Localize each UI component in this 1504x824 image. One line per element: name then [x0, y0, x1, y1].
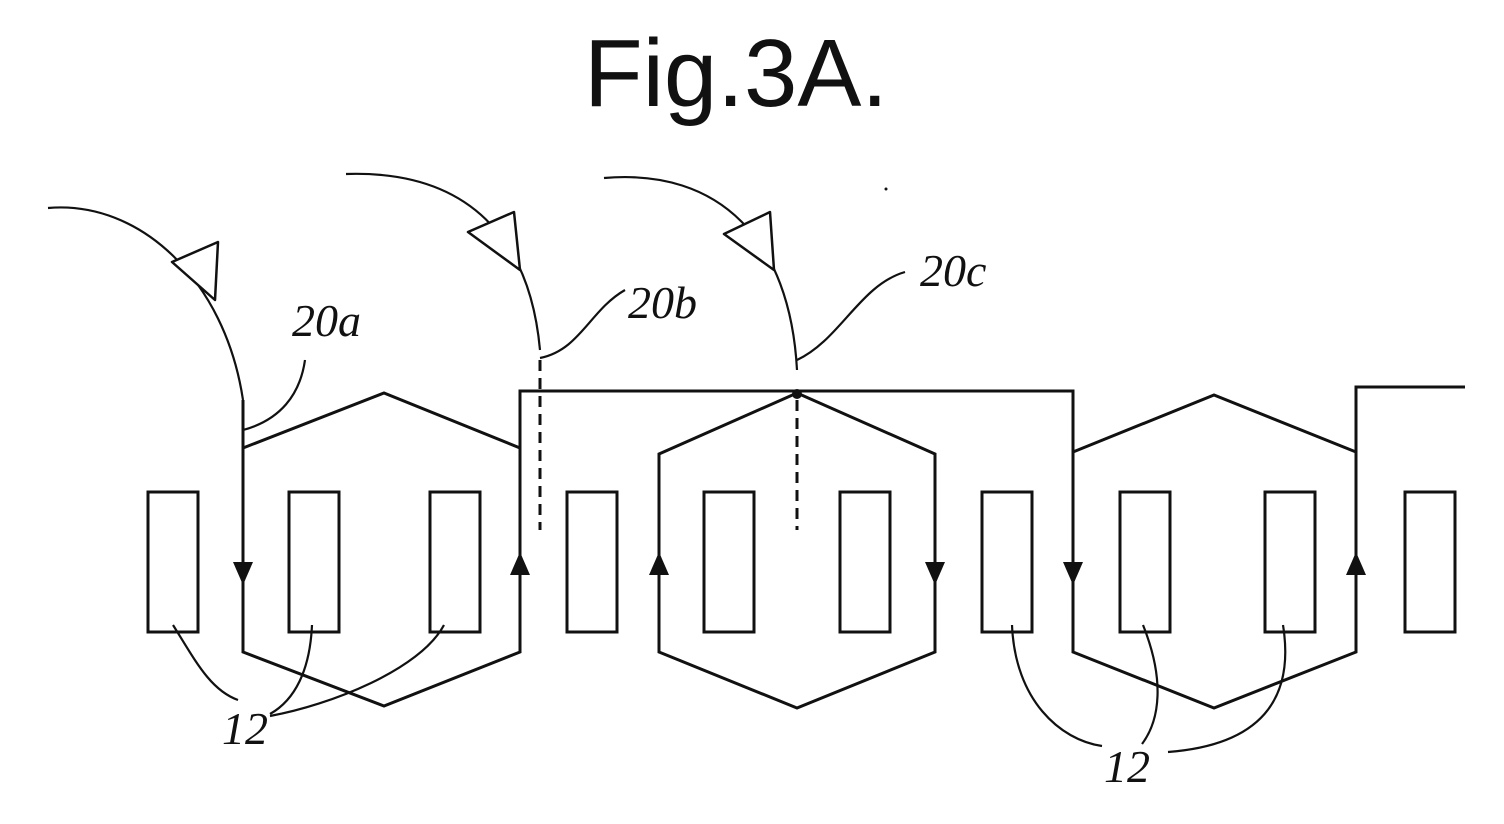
label-12-right: 12	[1104, 741, 1150, 792]
slot-leaders-right	[1012, 625, 1285, 752]
slot-leaders-left	[173, 625, 444, 716]
slot-1	[148, 492, 198, 632]
flow-arrow-a	[48, 207, 243, 400]
label-20c: 20c	[920, 245, 986, 296]
label-20b: 20b	[628, 277, 697, 328]
arrow-down-icon	[1063, 562, 1083, 585]
arrow-up-icon	[649, 552, 669, 575]
lead-out	[1356, 387, 1465, 452]
slot-7	[982, 492, 1032, 632]
flow-arrow-c	[604, 177, 797, 370]
slot-10	[1405, 492, 1455, 632]
speck	[885, 188, 888, 191]
slot-8	[1120, 492, 1170, 632]
arrow-up-icon	[510, 552, 530, 575]
figure-title: Fig.3A.	[584, 20, 888, 127]
hollow-arrowhead-icon	[172, 242, 218, 300]
hollow-arrowhead-icon	[468, 212, 520, 270]
slot-4	[567, 492, 617, 632]
slot-5	[704, 492, 754, 632]
label-12-left: 12	[222, 703, 268, 754]
junction-dot	[792, 389, 802, 399]
leader-20a	[243, 360, 305, 430]
slot-3	[430, 492, 480, 632]
hollow-arrowhead-icon	[724, 212, 774, 270]
leader-20c	[797, 272, 905, 360]
arrow-up-icon	[1346, 552, 1366, 575]
arrow-down-icon	[925, 562, 945, 585]
slots	[148, 492, 1455, 632]
slot-6	[840, 492, 890, 632]
label-20a: 20a	[292, 295, 361, 346]
leader-20b	[540, 290, 625, 358]
arrow-down-icon	[233, 562, 253, 585]
slot-2	[289, 492, 339, 632]
slot-9	[1265, 492, 1315, 632]
